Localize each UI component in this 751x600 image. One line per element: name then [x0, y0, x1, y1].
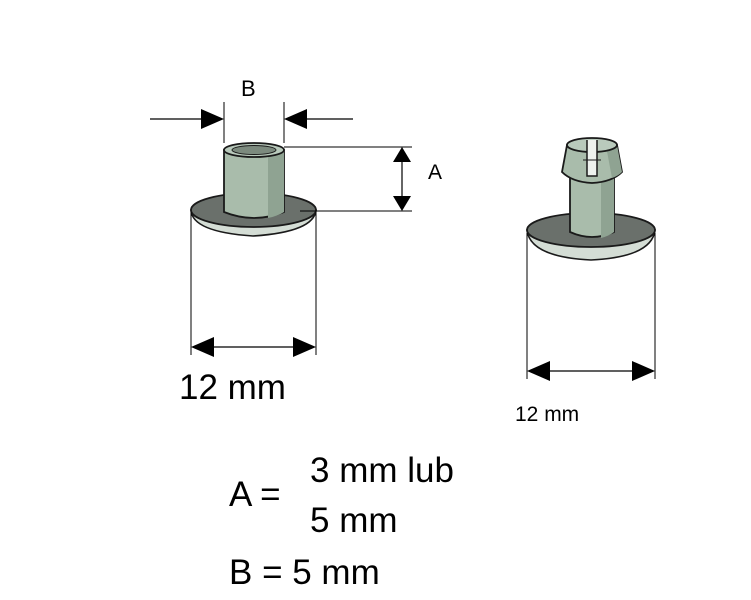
- dimension-width-right-label: 12 mm: [515, 403, 580, 426]
- dimension-a: [284, 146, 412, 212]
- dim-w1-arrow-right: [293, 337, 316, 357]
- legend-a-prefix: A =: [229, 475, 281, 514]
- dimension-width-left-label: 12 mm: [179, 368, 286, 407]
- dim-b-arrow-left: [201, 109, 224, 129]
- dim-a-arrow-bottom: [393, 196, 411, 211]
- right-stem-shade: [601, 178, 614, 238]
- dim-a-arrow-top: [393, 147, 411, 162]
- dim-w2-arrow-left: [527, 361, 550, 381]
- dimension-b: [150, 102, 353, 143]
- left-cylinder-hole: [231, 145, 277, 155]
- dim-w2-arrow-right: [632, 361, 655, 381]
- dim-b-arrow-right: [284, 109, 307, 129]
- dimension-b-label: B: [241, 76, 256, 101]
- left-cylinder-shade: [268, 150, 284, 218]
- right-spacer: [526, 137, 656, 261]
- legend-a-option-2: 5 mm: [310, 501, 398, 540]
- legend-a-option-1: 3 mm lub: [310, 451, 454, 490]
- dimension-a-label: A: [428, 161, 443, 184]
- left-spacer: [190, 142, 317, 237]
- right-clip-slot: [586, 140, 598, 177]
- dimension-width-left: [190, 212, 317, 357]
- right-clip-shade: [606, 145, 622, 178]
- dim-w1-arrow-left: [191, 337, 214, 357]
- legend-b-line: B = 5 mm: [229, 553, 380, 592]
- dimension-width-right: [526, 233, 656, 381]
